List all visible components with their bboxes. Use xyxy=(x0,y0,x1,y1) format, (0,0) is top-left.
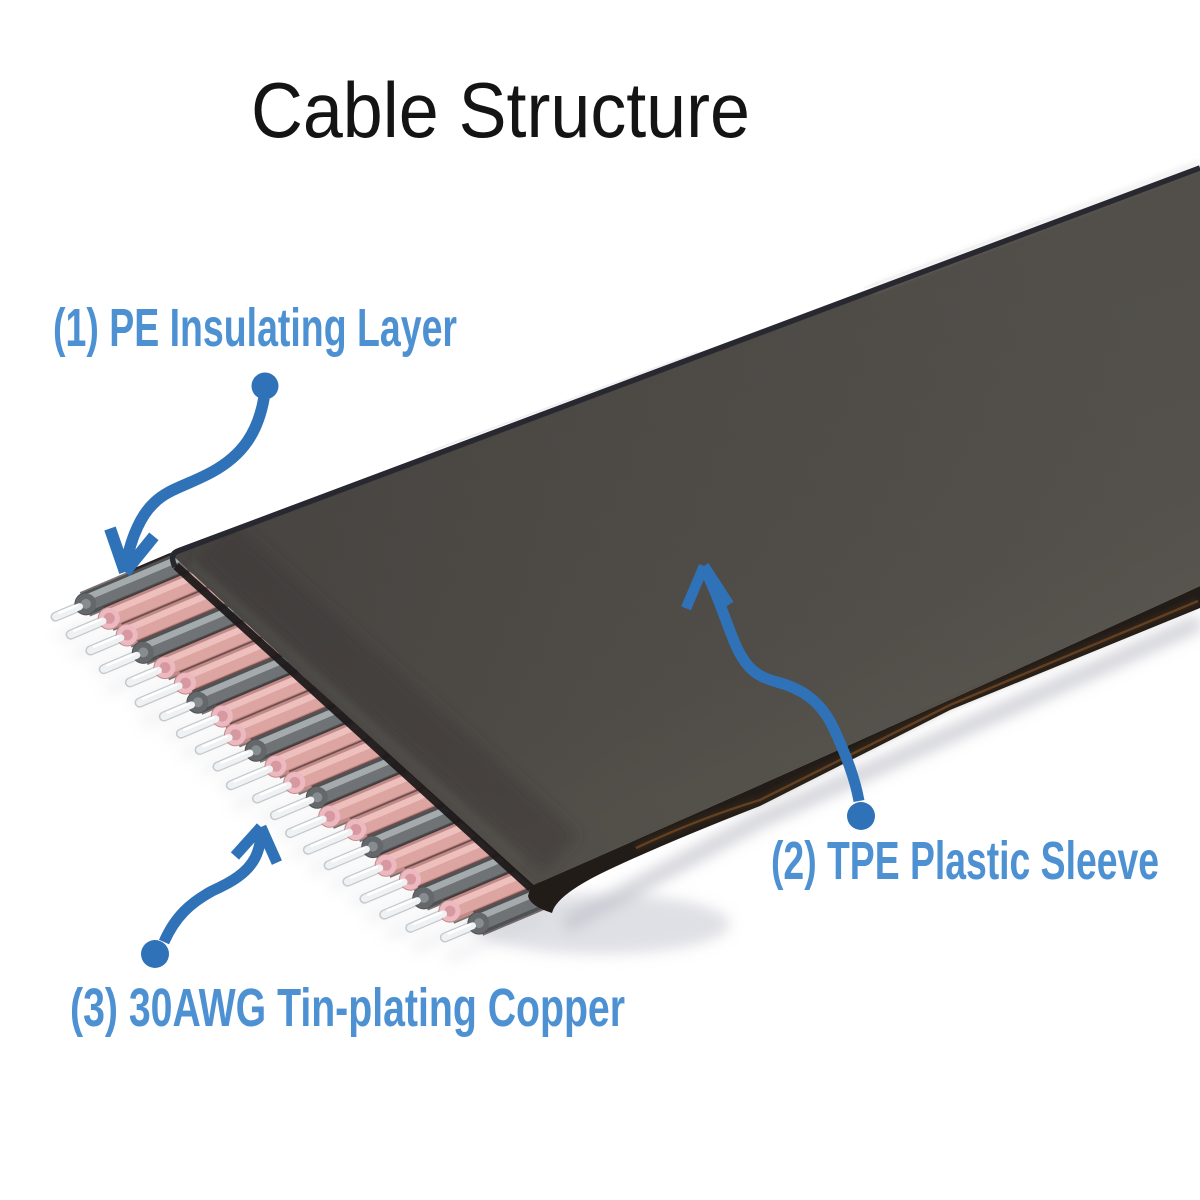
svg-text:(3) 30AWG Tin-plating Copper: (3) 30AWG Tin-plating Copper xyxy=(70,978,625,1038)
svg-text:Cable Structure: Cable Structure xyxy=(251,66,750,154)
svg-text:(2) TPE Plastic Sleeve: (2) TPE Plastic Sleeve xyxy=(771,831,1159,891)
svg-text:(1) PE Insulating Layer: (1) PE Insulating Layer xyxy=(53,298,457,358)
